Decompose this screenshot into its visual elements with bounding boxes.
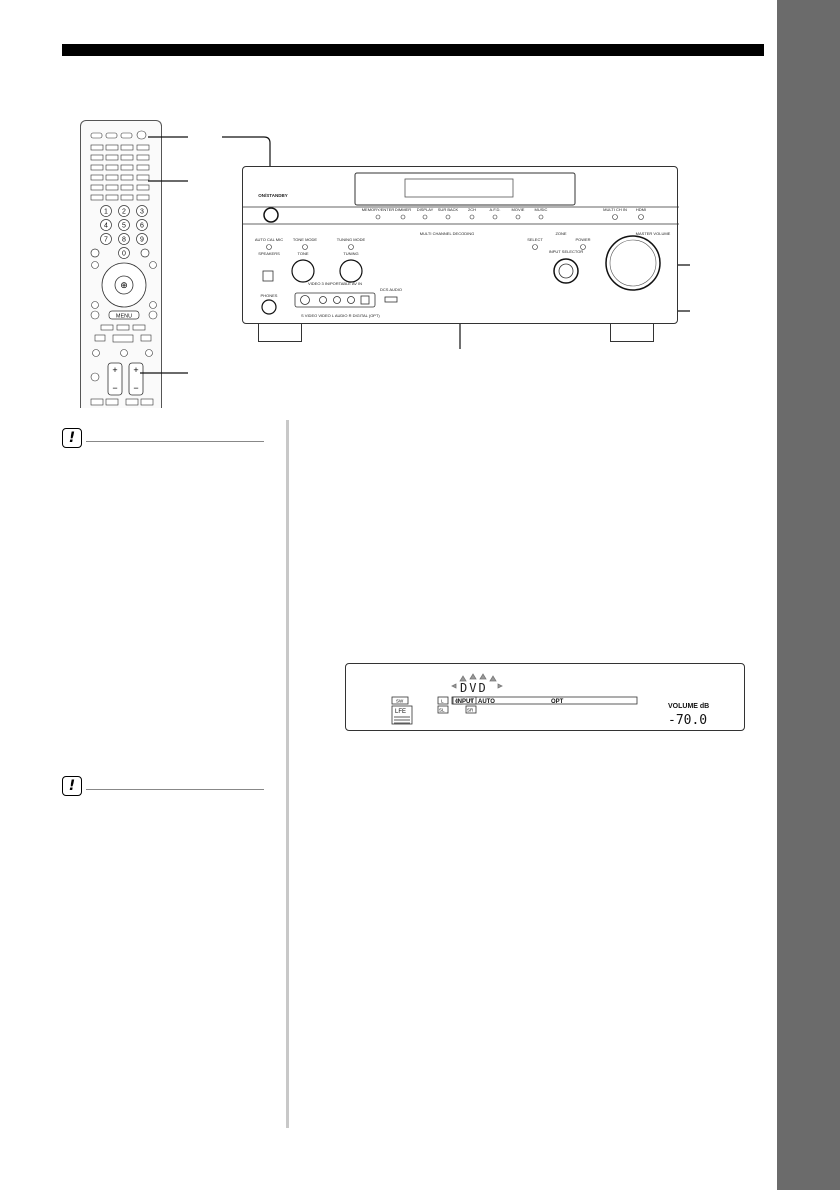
svg-text:5: 5 bbox=[122, 223, 126, 230]
svg-text:1: 1 bbox=[104, 209, 108, 216]
svg-text:POWER: POWER bbox=[575, 237, 590, 242]
display-c: C bbox=[455, 699, 459, 704]
svg-text:9: 9 bbox=[140, 237, 144, 244]
svg-text:VIDEO 3 IN/PORTABLE AV IN: VIDEO 3 IN/PORTABLE AV IN bbox=[308, 281, 362, 286]
svg-text:TONE MODE: TONE MODE bbox=[293, 237, 317, 242]
svg-text:6: 6 bbox=[140, 223, 144, 230]
svg-text:S VIDEO VIDEO L AUDIO R: S VIDEO VIDEO L AUDIO R DIGITAL (OPT) bbox=[301, 313, 380, 318]
receiver-drawing: ON/STANDBY MEMORY/ENTER DIMMER DISPLAY S… bbox=[243, 172, 679, 318]
svg-text:AUTO CAL MIC: AUTO CAL MIC bbox=[255, 237, 283, 242]
svg-text:ZONE: ZONE bbox=[555, 231, 566, 236]
svg-text:MULTI CH IN: MULTI CH IN bbox=[603, 207, 627, 212]
caution-rule bbox=[86, 789, 264, 790]
svg-text:DCS AUDIO: DCS AUDIO bbox=[380, 287, 402, 292]
svg-text:TUNING: TUNING bbox=[343, 251, 358, 256]
svg-text:+: + bbox=[112, 365, 117, 375]
svg-text:MENU: MENU bbox=[116, 314, 132, 320]
svg-text:DIMMER: DIMMER bbox=[395, 207, 411, 212]
svg-text:SUR BACK: SUR BACK bbox=[438, 207, 459, 212]
display-drawing: DVD SW L C R SL SR LFE INPUT AUTO OPT VO… bbox=[391, 673, 709, 728]
svg-text:SPEAKERS: SPEAKERS bbox=[258, 251, 280, 256]
display-opt-tag: OPT bbox=[551, 699, 564, 705]
svg-text:SELECT: SELECT bbox=[527, 237, 543, 242]
caution-icon: ! bbox=[62, 776, 82, 796]
svg-text:INPUT SELECTOR: INPUT SELECTOR bbox=[549, 249, 584, 254]
title-rule bbox=[62, 44, 764, 56]
svg-text:4: 4 bbox=[104, 223, 108, 230]
column-divider bbox=[286, 420, 289, 1128]
svg-text:TONE: TONE bbox=[297, 251, 308, 256]
svg-text:A.F.D.: A.F.D. bbox=[490, 207, 501, 212]
svg-text:MEMORY/ENTER: MEMORY/ENTER bbox=[362, 207, 395, 212]
svg-text:3: 3 bbox=[140, 209, 144, 216]
receiver-front-panel: ON/STANDBY MEMORY/ENTER DIMMER DISPLAY S… bbox=[242, 166, 679, 324]
svg-text:−: − bbox=[112, 383, 117, 393]
remote-control-illustration: 1 2 3 4 5 6 7 8 9 0 ⊕ MENU + − + − bbox=[80, 120, 162, 408]
svg-text:0: 0 bbox=[122, 251, 126, 258]
caution-rule bbox=[86, 441, 264, 442]
svg-text:MOVIE: MOVIE bbox=[512, 207, 525, 212]
svg-text:7: 7 bbox=[104, 237, 108, 244]
svg-text:MULTI CHANNEL DECODING: MULTI CHANNEL DECODING bbox=[420, 231, 474, 236]
svg-text:PHONES: PHONES bbox=[261, 293, 278, 298]
display-sl: SL bbox=[439, 708, 445, 713]
display-input-tag: INPUT bbox=[456, 699, 474, 705]
svg-text:HDMI: HDMI bbox=[636, 207, 646, 212]
svg-text:2: 2 bbox=[122, 209, 126, 216]
front-panel-display: DVD SW L C R SL SR LFE INPUT AUTO OPT VO… bbox=[345, 663, 745, 731]
svg-text:ON/STANDBY: ON/STANDBY bbox=[258, 193, 287, 198]
display-volume-value: -70.0 bbox=[668, 713, 707, 728]
svg-text:+: + bbox=[133, 365, 138, 375]
svg-text:TUNING MODE: TUNING MODE bbox=[337, 237, 366, 242]
display-volume-label: VOLUME dB bbox=[668, 703, 709, 710]
display-auto-tag: AUTO bbox=[478, 699, 495, 705]
svg-text:MASTER VOLUME: MASTER VOLUME bbox=[636, 231, 671, 236]
svg-text:8: 8 bbox=[122, 237, 126, 244]
section-side-tab bbox=[777, 0, 840, 1190]
display-input-name: DVD bbox=[460, 681, 488, 695]
svg-text:MUSIC: MUSIC bbox=[535, 207, 548, 212]
svg-text:⊕: ⊕ bbox=[120, 281, 128, 291]
display-lfe: LFE bbox=[395, 709, 406, 715]
svg-text:−: − bbox=[133, 383, 138, 393]
caution-icon: ! bbox=[62, 428, 82, 448]
display-sr: SR bbox=[467, 708, 474, 713]
remote-control-drawing: 1 2 3 4 5 6 7 8 9 0 ⊕ MENU + − + − bbox=[90, 130, 158, 406]
svg-text:DISPLAY: DISPLAY bbox=[417, 207, 434, 212]
receiver-foot-left bbox=[258, 324, 302, 342]
receiver-foot-right bbox=[610, 324, 654, 342]
display-r: R bbox=[469, 699, 473, 704]
display-l: L bbox=[441, 699, 444, 704]
svg-text:2CH: 2CH bbox=[468, 207, 476, 212]
display-sw: SW bbox=[396, 699, 404, 704]
